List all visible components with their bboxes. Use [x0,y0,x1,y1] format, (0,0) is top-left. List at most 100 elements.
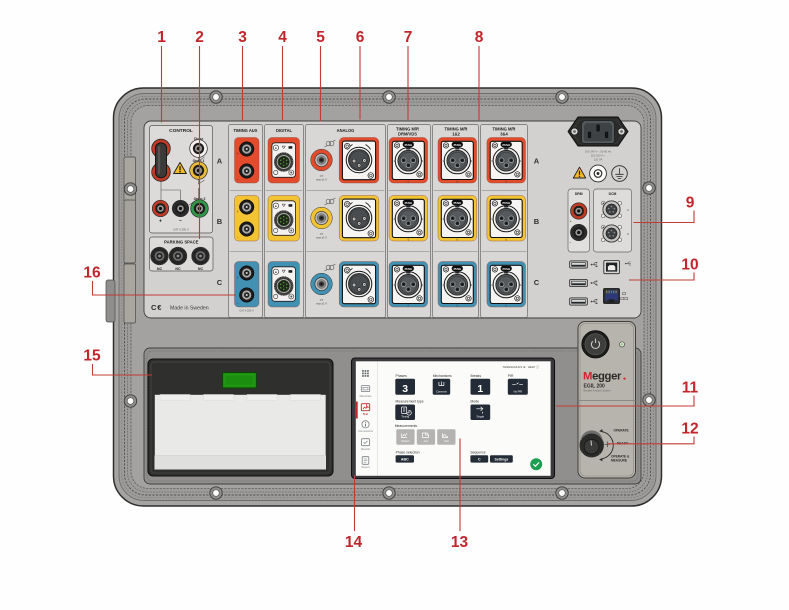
svg-text:PUSH: PUSH [454,267,462,271]
svg-text:2: 2 [471,160,473,163]
svg-text:3&4: 3&4 [500,131,508,136]
svg-text:120 VA: 120 VA [594,158,603,162]
svg-text:C: C [478,458,481,462]
svg-text:6: 6 [408,239,410,242]
svg-text:No PIR: No PIR [513,390,522,394]
svg-text:Single: Single [477,415,485,419]
svg-text:PUSH: PUSH [502,267,510,271]
svg-text:PUSH: PUSH [405,143,413,147]
svg-text:PUSH: PUSH [454,143,462,147]
svg-text:1: 1 [627,208,629,212]
svg-text:Sequence: Sequence [470,450,485,454]
svg-text:Breaker Analyze System: Breaker Analyze System [584,390,611,393]
svg-text:2: 2 [520,160,522,163]
svg-text:C: C [534,278,540,287]
svg-text:100-240 V~, 50-60 Hz: 100-240 V~, 50-60 Hz [585,150,612,154]
svg-text:CONTROL: CONTROL [169,128,193,134]
svg-text:TIMING M/R: TIMING M/R [493,127,516,132]
svg-text:1: 1 [477,383,483,395]
svg-text:Phase selection: Phase selection [396,450,420,454]
svg-text:−: − [179,218,182,224]
svg-text:1: 1 [393,160,395,163]
svg-text:6: 6 [408,305,410,308]
svg-text:THRESHOLDS ⊕ HELP ⓘ: THRESHOLDS ⊕ HELP ⓘ [502,364,539,369]
svg-text:1: 1 [442,160,444,163]
svg-text:12: 12 [681,421,698,438]
svg-text:−: − [237,302,239,306]
svg-text:Made in Sweden: Made in Sweden [170,306,209,312]
svg-text:DIGITAL: DIGITAL [276,128,293,133]
svg-text:B: B [534,217,540,226]
svg-text:CT: CT [320,232,324,236]
svg-text:2: 2 [195,29,204,46]
svg-text:13: 13 [451,534,469,551]
svg-text:−: − [570,241,572,245]
svg-text:1: 1 [442,218,444,221]
svg-text:Breaks: Breaks [471,374,482,378]
svg-text:2: 2 [422,160,424,163]
svg-text:+: + [570,220,572,224]
svg-text:PUSH: PUSH [405,201,413,205]
svg-text:6: 6 [506,181,508,184]
svg-text:Measurements: Measurements [395,424,418,428]
svg-text:1: 1 [157,29,166,46]
svg-text:16: 16 [83,265,101,282]
svg-text:+: + [237,152,239,156]
svg-text:2: 2 [520,284,522,287]
svg-text:7: 7 [404,29,413,46]
svg-text:1: 1 [442,284,444,287]
svg-text:Mechanisms: Mechanisms [433,374,452,378]
svg-text:−: − [237,178,239,182]
svg-text:TIMING AUX: TIMING AUX [234,128,258,133]
svg-text:CT: CT [320,298,324,302]
svg-text:Phases: Phases [396,374,408,378]
svg-text:A: A [217,157,223,166]
svg-text:1&2: 1&2 [452,131,460,136]
svg-text:Aux: Aux [424,439,429,443]
svg-text:+: + [159,219,162,225]
svg-text:DRM: DRM [575,192,583,196]
svg-text:1: 1 [491,218,493,221]
svg-text:PUSH: PUSH [405,267,413,271]
svg-text:2: 2 [422,284,424,287]
svg-text:NC: NC [198,267,204,271]
svg-text:Settings: Settings [494,458,508,462]
svg-text:9: 9 [686,195,695,212]
svg-text:6: 6 [356,29,365,46]
svg-text:2: 2 [627,232,629,236]
svg-text:CAT II 250 V: CAT II 250 V [173,228,189,232]
svg-text:CAT II 250 V: CAT II 250 V [239,309,254,313]
svg-text:TIMING M/R: TIMING M/R [396,127,419,132]
svg-text:6: 6 [408,181,410,184]
svg-text:5: 5 [316,29,325,46]
svg-text:CT: CT [320,174,324,178]
svg-text:6: 6 [457,305,459,308]
svg-text:2: 2 [471,218,473,221]
svg-text:3: 3 [402,383,408,395]
svg-text:6: 6 [506,239,508,242]
svg-text:2: 2 [471,284,473,287]
svg-text:DCM: DCM [609,192,617,196]
svg-text:6: 6 [506,305,508,308]
svg-text:DRM/VDS: DRM/VDS [398,131,417,136]
svg-text:PARKING SPACE: PARKING SPACE [164,240,198,245]
svg-text:OPERATE: OPERATE [614,429,629,433]
svg-text:110-250 V⎓: 110-250 V⎓ [591,154,606,158]
svg-text:Measurement type: Measurement type [396,400,424,404]
svg-text:max ±1 V: max ±1 V [316,178,327,182]
svg-text:NC: NC [157,267,163,271]
svg-text:2: 2 [520,218,522,221]
svg-text:Mode: Mode [471,400,480,404]
svg-text:3: 3 [238,29,247,46]
svg-text:ABC: ABC [401,458,409,462]
svg-text:A: A [534,157,540,166]
svg-text:C€: C€ [151,303,162,312]
svg-text:Close: Close [194,137,204,141]
svg-text:OPERATE &: OPERATE & [611,455,630,459]
svg-text:14: 14 [345,534,363,551]
svg-text:Coil: Coil [444,439,449,443]
svg-text:+: + [237,276,239,280]
svg-text:Results: Results [361,447,371,451]
svg-text:6: 6 [457,181,459,184]
svg-text:Megger: Megger [583,370,622,382]
